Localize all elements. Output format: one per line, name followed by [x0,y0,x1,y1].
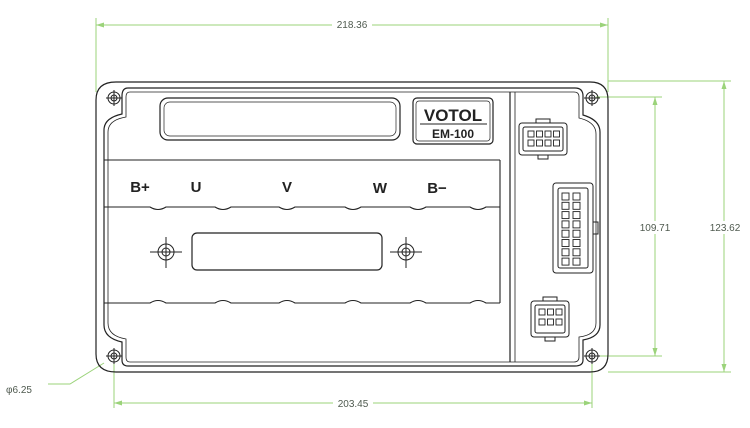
connector-pin [538,318,546,326]
connector-pin [555,308,563,316]
top-label-window [159,97,401,141]
mounting-hole-top-right [584,90,600,106]
connector-middle [552,182,599,274]
mounting-holes [106,90,600,364]
terminal-label-b-plus: B+ [130,179,150,196]
dimension-hole-diameter: φ6.25 [6,385,32,396]
connector-pin [536,130,543,138]
mounting-hole-top-left [106,90,122,106]
dimension-lines [48,18,731,408]
model-name: EM-100 [432,127,474,141]
connector-pin [536,139,543,147]
connector-pin [572,220,581,229]
connector-pin [561,201,570,210]
connector-pin [538,308,546,316]
center-label-window [191,232,383,271]
dimension-hole-spacing-height: 109.71 [640,223,671,234]
mounting-hole-bottom-right [584,348,600,364]
connector-pin [555,318,563,326]
dimension-hole-spacing-width: 203.45 [338,399,369,410]
connector-pin [527,139,535,147]
terminal-label-w: W [373,180,388,197]
connector-top [518,118,568,160]
connector-pin [561,248,570,257]
connector-pin [547,318,554,326]
dimension-overall-width: 218.36 [337,20,368,31]
screw-left [150,237,182,268]
connector-pin [561,220,570,229]
connector-pin [572,201,581,210]
screw-right [390,237,422,268]
connector-pin [544,139,552,147]
connector-pin [561,211,570,220]
terminal-label-b-minus: B− [427,180,447,197]
dimension-overall-height: 123.62 [710,223,741,234]
terminal-label-v: V [282,179,292,196]
mounting-hole-bottom-left [106,348,122,364]
connector-pin [561,192,570,201]
connector-pin [553,130,560,138]
connector-pin [572,257,581,266]
brand-plate: VOTOL EM-100 [412,97,494,145]
connector-pin [572,229,581,238]
terminal-label-u: U [191,179,202,196]
connector-pin [561,239,570,247]
connector-pins [527,130,581,326]
connector-pin [527,130,535,138]
connector-bottom [530,296,570,342]
connector-pin [572,239,581,247]
terminal-labels: B+ U V W B− [130,179,447,197]
dimension-arrows [96,22,727,406]
terminal-block [104,159,501,304]
connector-pin [544,130,552,138]
connector-pin [561,229,570,238]
housing [95,81,609,373]
connector-pin [547,308,554,316]
connector-pin [572,211,581,220]
connector-pin [572,192,581,201]
connector-pin [553,139,560,147]
brand-logo: VOTOL [424,106,482,125]
connector-pin [561,257,570,266]
connector-pin [572,248,581,257]
